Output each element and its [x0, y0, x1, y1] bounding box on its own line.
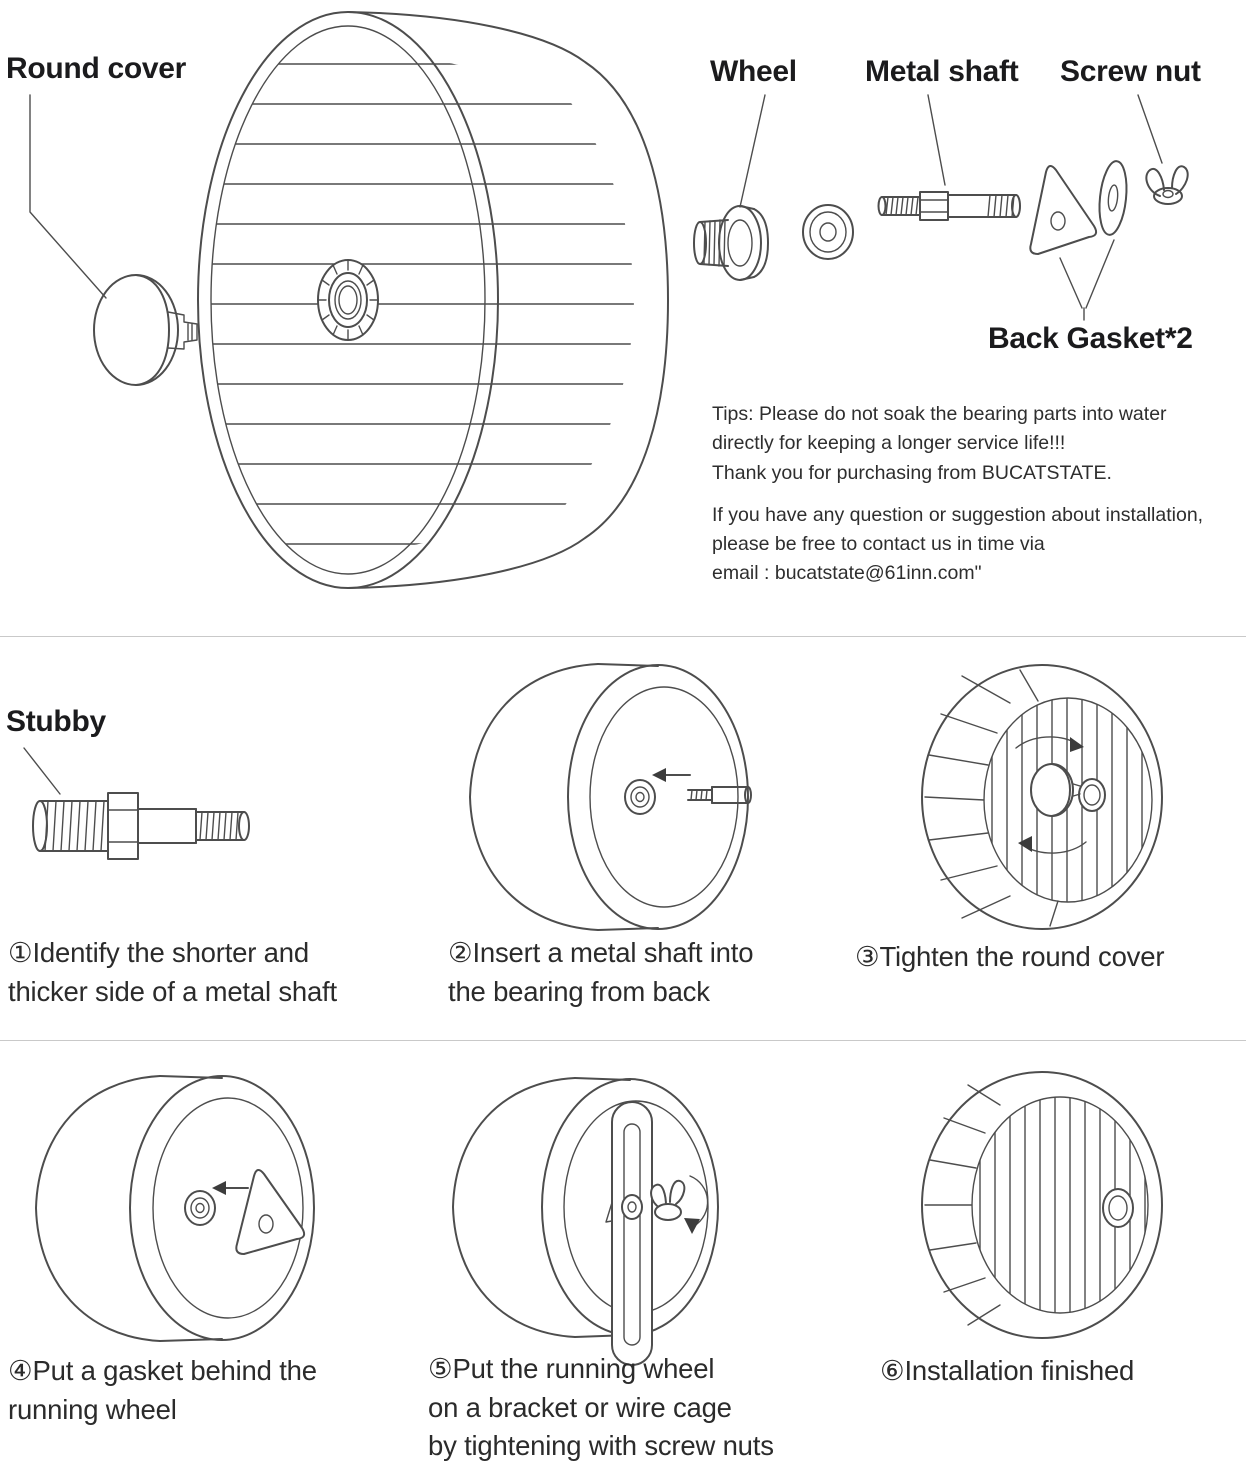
- caption-line: ④Put a gasket behind the: [8, 1355, 317, 1386]
- tips-paragraph-care: Tips: Please do not soak the bearing par…: [712, 400, 1246, 488]
- small-shaft: [687, 786, 752, 804]
- washer-gasket-part: [1098, 160, 1128, 236]
- insert-direction-arrow-icon: [212, 1181, 249, 1195]
- shaft-bolt: [621, 1194, 643, 1220]
- knurled-hub: [317, 259, 379, 341]
- rim-slat-ticks: [924, 1084, 1001, 1326]
- triangle-gasket-part: [1029, 165, 1098, 255]
- tips-line: directly for keeping a longer service li…: [712, 432, 1066, 455]
- step3-illustration: [921, 664, 1163, 930]
- caption-line: ⑤Put the running wheel: [428, 1353, 715, 1384]
- tighten-rotate-arrow-icon: [684, 1175, 709, 1234]
- bearing-in-back: [184, 1190, 216, 1226]
- step6-illustration: [921, 1071, 1163, 1339]
- tips-line: Tips: Please do not soak the bearing par…: [712, 403, 1167, 425]
- caption-line: running wheel: [8, 1393, 177, 1425]
- bearing-part: [802, 204, 854, 260]
- hub-cover-knob: [1102, 1188, 1134, 1228]
- caption-line: ③Tighten the round cover: [855, 941, 1165, 972]
- stubby-label: Stubby: [6, 705, 106, 738]
- section-divider-2: [0, 1040, 1246, 1041]
- insert-direction-arrow-icon: [652, 768, 691, 782]
- rotate-arrow-icons: [1015, 736, 1087, 854]
- running-wheel-drum: [197, 11, 669, 589]
- step4-caption: ④Put a gasket behind the running wheel: [8, 1352, 408, 1429]
- wheel-hub-part: [693, 205, 769, 281]
- tips-line: please be free to contact us in time via: [712, 533, 1045, 555]
- round-cover-leader-line: [29, 94, 107, 299]
- round-cover-part: [93, 274, 198, 386]
- step6-caption: ⑥Installation finished: [880, 1352, 1240, 1391]
- rim-slat-ticks: [924, 669, 1059, 927]
- tips-paragraph-contact: If you have any question or suggestion a…: [712, 501, 1246, 589]
- wing-nut-part: [1145, 165, 1189, 205]
- caption-line: thicker side of a metal shaft: [8, 975, 337, 1007]
- step3-caption: ③Tighten the round cover: [855, 938, 1235, 977]
- step5-caption: ⑤Put the running wheel on a bracket or w…: [428, 1350, 848, 1466]
- caption-line: the bearing from back: [448, 975, 710, 1007]
- caption-line: ⑥Installation finished: [880, 1355, 1135, 1386]
- caption-line: on a bracket or wire cage: [428, 1391, 732, 1423]
- wheel-label: Wheel: [710, 55, 797, 88]
- step1-illustration: [23, 747, 250, 860]
- screw-nut-label: Screw nut: [1060, 55, 1201, 88]
- tread-slats: [211, 63, 634, 545]
- step4-illustration: [35, 1075, 315, 1342]
- tips-note: Tips: Please do not soak the bearing par…: [712, 400, 1246, 589]
- metal-shaft-leader-line: [927, 94, 946, 186]
- step2-caption: ②Insert a metal shaft into the bearing f…: [448, 934, 848, 1011]
- hub-and-cover: [1030, 763, 1106, 817]
- caption-line: by tightening with screw nuts: [428, 1430, 774, 1461]
- step1-caption: ①Identify the shorter and thicker side o…: [8, 934, 418, 1011]
- round-cover-label: Round cover: [6, 52, 187, 85]
- wing-nut: [650, 1179, 686, 1221]
- screw-nut-leader-line: [1137, 94, 1163, 164]
- step5-illustration: [452, 1077, 719, 1366]
- caption-line: ①Identify the shorter and: [8, 937, 309, 968]
- stubby-leader-line: [23, 747, 61, 795]
- back-gasket-label: Back Gasket*2: [988, 322, 1193, 355]
- mounting-bracket: [611, 1101, 653, 1366]
- bearing-in-back: [624, 779, 656, 815]
- tips-line: Thank you for purchasing from BUCATSTATE…: [712, 461, 1112, 484]
- caption-line: ②Insert a metal shaft into: [448, 937, 754, 968]
- metal-shaft-label: Metal shaft: [865, 55, 1019, 88]
- metal-shaft-part: [877, 191, 1021, 221]
- wheel-leader-line: [739, 94, 766, 208]
- step2-illustration: [469, 663, 752, 931]
- section-divider-1: [0, 636, 1246, 637]
- back-gasket-leader-lines: [1059, 239, 1115, 321]
- tips-line: email : bucatstate@61inn.com": [712, 562, 982, 585]
- triangle-gasket: [235, 1169, 306, 1255]
- tips-line: If you have any question or suggestion a…: [712, 503, 1204, 526]
